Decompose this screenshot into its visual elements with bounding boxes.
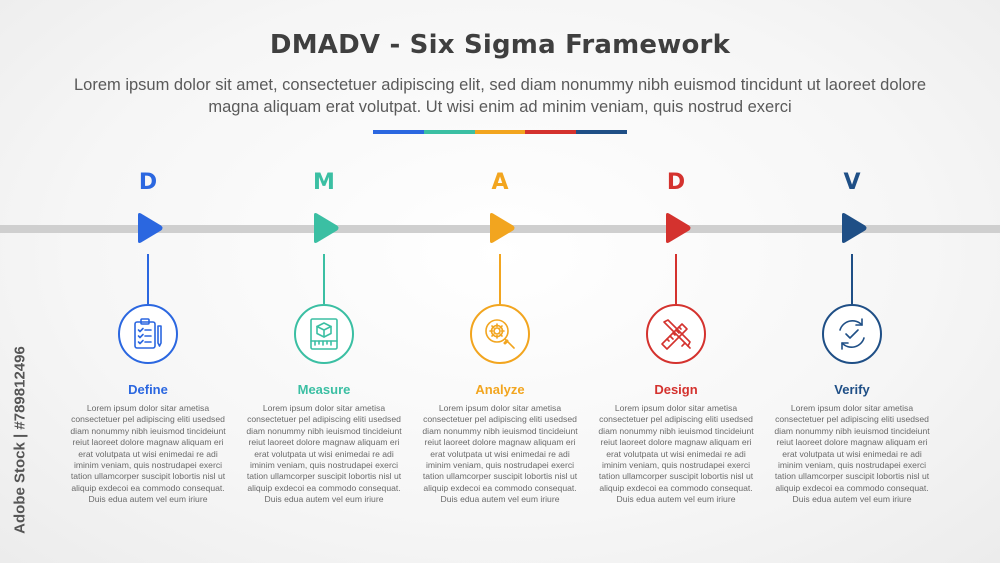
step-letter: M [313,170,335,195]
step-label: Analyze [475,382,525,397]
step-connector [323,254,325,304]
play-arrow-icon [138,213,163,243]
step-label: Design [654,382,698,397]
accent-segment-define [373,130,424,134]
step-label: Measure [297,382,351,397]
accent-segment-verify [576,130,627,134]
play-arrow-icon [666,213,691,243]
step-icon-circle [470,304,530,364]
step-measure: M Measure Lorem ipsum dolor sitar ametis… [236,0,412,563]
accent-segment-design [525,130,577,134]
stock-watermark: Adobe Stock | #789812496 [8,318,32,563]
step-description: Lorem ipsum dolor sitar ametisa consecte… [598,403,754,505]
step-description: Lorem ipsum dolor sitar ametisa consecte… [422,403,578,505]
step-description: Lorem ipsum dolor sitar ametisa consecte… [774,403,930,505]
step-letter: D [138,170,158,195]
gear-magnifier-icon [485,319,515,349]
step-icon-circle [822,304,882,364]
step-connector [147,254,149,304]
step-label: Verify [834,382,870,397]
step-letter: D [666,170,686,195]
step-description: Lorem ipsum dolor sitar ametisa consecte… [246,403,402,505]
step-letter: V [843,170,861,195]
play-arrow-icon [314,213,339,243]
step-label: Define [128,382,168,397]
step-verify: V Verify Lorem ipsum dolor sitar ametisa… [764,0,940,563]
clipboard-checklist-icon [134,318,162,349]
page-subtitle: Lorem ipsum dolor sit amet, consectetuer… [73,76,927,116]
step-connector [499,254,501,304]
step-connector [851,254,853,304]
step-analyze: A Analyze Lorem ipsum dolor sitar ametis… [412,0,588,563]
step-icon-circle [646,304,706,364]
play-arrow-icon [842,213,867,243]
watermark-text: Adobe Stock | #789812496 [11,346,29,534]
pencil-ruler-icon [661,319,691,350]
step-define: D Define Lorem ipsum dolor sitar ametisa… [60,0,236,563]
accent-segment-measure [423,130,475,134]
step-icon-circle [294,304,354,364]
page-title: DMADV - Six Sigma Framework [269,30,731,60]
step-connector [675,254,677,304]
step-design: D Design Lorem ipsum dolor sitar ametisa… [588,0,764,563]
step-letter: A [491,170,509,195]
step-description: Lorem ipsum dolor sitar ametisa consecte… [70,403,226,505]
step-icon-circle [118,304,178,364]
measure-box-ruler-icon [310,318,338,350]
accent-segment-analyze [474,130,526,134]
color-accent-bar [373,130,627,134]
play-arrow-icon [490,213,515,243]
refresh-check-icon [839,318,865,350]
